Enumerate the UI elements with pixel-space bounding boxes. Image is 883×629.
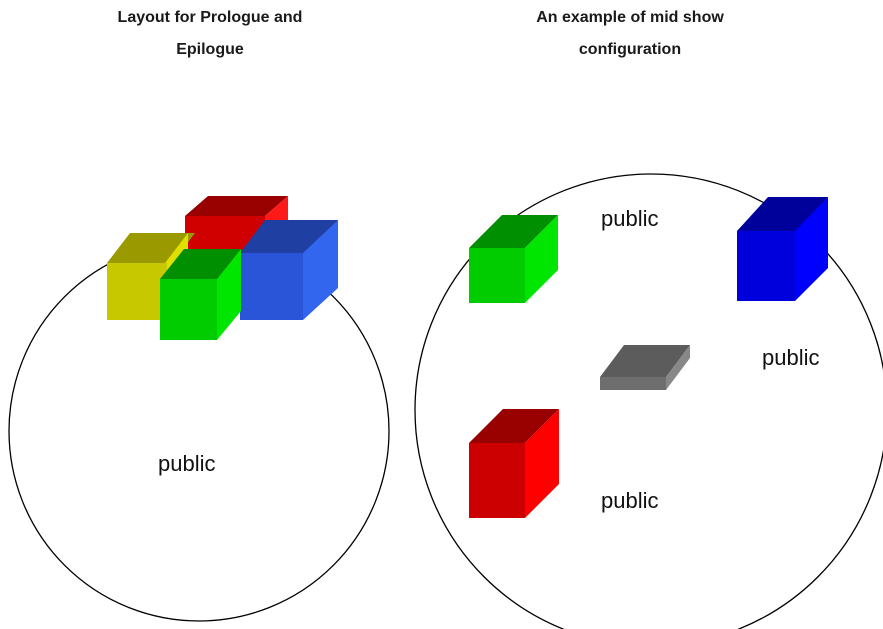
- right-stage-circle: [414, 173, 883, 629]
- right-public-label-bottom: public: [601, 488, 659, 513]
- gray-platform-right: [600, 345, 690, 390]
- left-title-line-2: Epilogue: [176, 41, 244, 58]
- right-title-line-1: An example of mid show: [536, 9, 724, 26]
- right-diagram-title: An example of mid show configuration: [480, 2, 780, 66]
- blue-cube-right: [737, 197, 828, 301]
- red-cube-right: [469, 409, 559, 518]
- green-cube-left: [160, 249, 241, 340]
- left-diagram-title: Layout for Prologue and Epilogue: [60, 2, 360, 66]
- green-cube-right: [469, 215, 558, 303]
- left-title-line-1: Layout for Prologue and: [117, 9, 303, 26]
- right-title-line-2: configuration: [578, 41, 682, 58]
- right-public-label-top: public: [601, 206, 659, 231]
- blue-cube-left: [240, 220, 338, 320]
- left-public-label: public: [158, 451, 216, 476]
- right-public-label-middle: public: [762, 345, 820, 370]
